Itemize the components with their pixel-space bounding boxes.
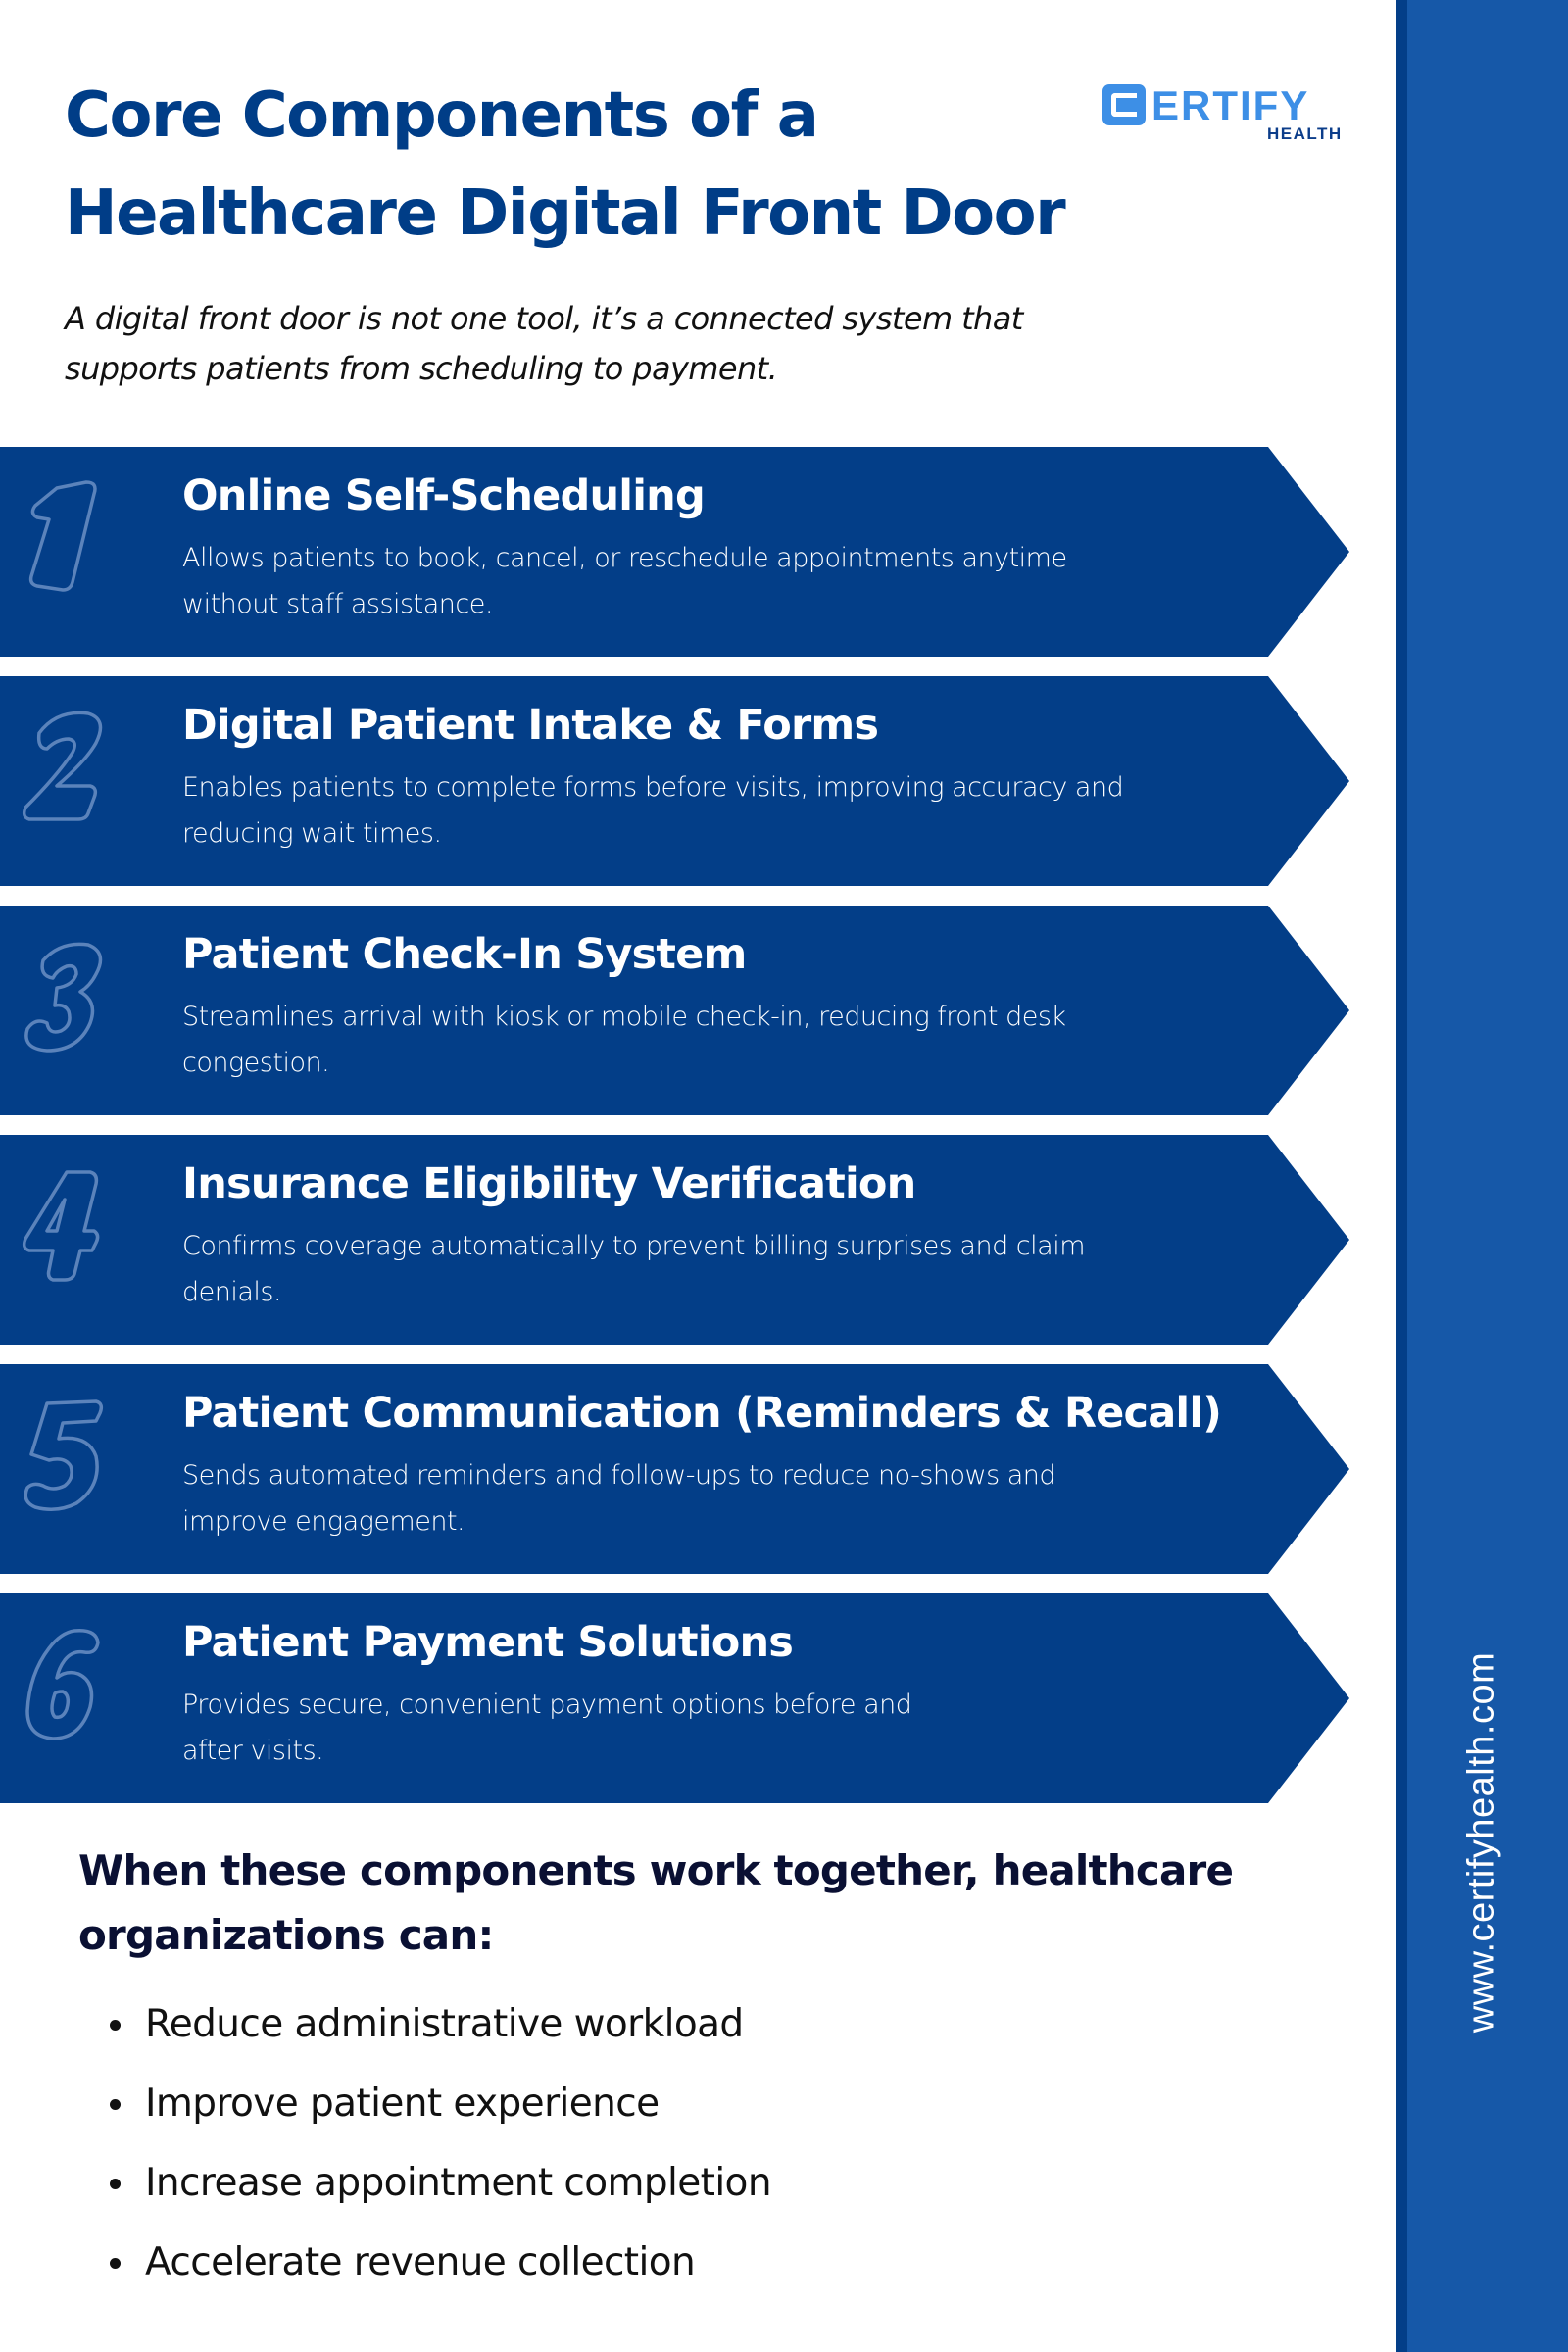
component-title: Insurance Eligibility Verification: [182, 1159, 916, 1208]
component-title: Patient Communication (Reminders & Recal…: [182, 1389, 1222, 1438]
subtitle-line-1: A digital front door is not one tool, it…: [65, 300, 1023, 337]
benefit-item: Improve patient experience: [110, 2069, 771, 2148]
arrow-band-shape: [0, 1135, 1349, 1345]
component-description: Streamlines arrival with kiosk or mobile…: [182, 994, 1201, 1086]
number-1-outline-icon: [28, 480, 97, 592]
benefit-item: Reduce administrative workload: [110, 1989, 771, 2069]
component-title: Online Self-Scheduling: [182, 471, 706, 520]
benefit-text: Improve patient experience: [145, 2082, 660, 2126]
number-5-outline-icon: [24, 1399, 104, 1511]
component-description: Allows patients to book, cancel, or resc…: [182, 535, 1201, 627]
component-band-3: Patient Check-In System Streamlines arri…: [0, 906, 1350, 1115]
desc-line-2: without staff assistance.: [182, 589, 493, 619]
number-6-outline-icon: [25, 1629, 100, 1740]
component-description: Enables patients to complete forms befor…: [182, 764, 1201, 857]
component-description: Sends automated reminders and follow-ups…: [182, 1452, 1201, 1544]
component-band-6: Patient Payment Solutions Provides secur…: [0, 1593, 1350, 1803]
component-band-5: Patient Communication (Reminders & Recal…: [0, 1364, 1350, 1574]
benefit-text: Increase appointment completion: [145, 2161, 772, 2205]
website-url[interactable]: www.certifyhealth.com: [1460, 1651, 1502, 2034]
desc-line-1: Confirms coverage automatically to preve…: [182, 1231, 1086, 1261]
bullet-dot-icon: [110, 2179, 121, 2189]
arrow-band-shape: [0, 676, 1349, 886]
logo-subtext: HEALTH: [1267, 124, 1343, 143]
component-title: Digital Patient Intake & Forms: [182, 701, 879, 750]
title-line-2: Healthcare Digital Front Door: [65, 177, 1066, 250]
bullet-dot-icon: [110, 2258, 121, 2269]
number-3-outline-icon: [24, 942, 103, 1053]
arrow-band-shape: [0, 1364, 1349, 1574]
desc-line-1: Streamlines arrival with kiosk or mobile…: [182, 1002, 1066, 1032]
benefit-text: Accelerate revenue collection: [145, 2240, 696, 2284]
component-description: Confirms coverage automatically to preve…: [182, 1223, 1201, 1315]
page-title: Core Components of a Healthcare Digital …: [65, 67, 1123, 263]
outro-heading: When these components work together, hea…: [78, 1838, 1303, 1968]
desc-line-2: reducing wait times.: [182, 818, 442, 849]
arrow-band-shape: [0, 447, 1349, 657]
bullet-dot-icon: [110, 2099, 121, 2110]
desc-line-2: denials.: [182, 1277, 282, 1307]
title-line-1: Core Components of a: [65, 79, 819, 152]
desc-line-2: improve engagement.: [182, 1506, 466, 1537]
logo-wordmark: ERTIFY: [1152, 82, 1310, 128]
component-title: Patient Payment Solutions: [182, 1618, 794, 1667]
certify-health-logo: ERTIFY HEALTH: [1102, 80, 1343, 143]
sidebar-strip: [1396, 0, 1568, 2352]
desc-line-1: Provides secure, convenient payment opti…: [182, 1690, 912, 1720]
benefits-list: Reduce administrative workload Improve p…: [110, 1989, 772, 2307]
benefit-item: Accelerate revenue collection: [110, 2228, 771, 2307]
bullet-dot-icon: [110, 2020, 121, 2031]
number-4-outline-icon: [22, 1170, 100, 1282]
desc-line-1: Enables patients to complete forms befor…: [182, 772, 1124, 803]
component-band-4: Insurance Eligibility Verification Confi…: [0, 1135, 1350, 1345]
outro-heading-line-2: organizations can:: [78, 1911, 494, 1959]
desc-line-2: congestion.: [182, 1048, 330, 1078]
c-square-logo-icon: [1102, 84, 1146, 125]
intro-subtitle: A digital front door is not one tool, it…: [65, 294, 1162, 394]
component-description: Provides secure, convenient payment opti…: [182, 1682, 1201, 1774]
desc-line-1: Sends automated reminders and follow-ups…: [182, 1460, 1056, 1491]
component-title: Patient Check-In System: [182, 930, 747, 979]
arrow-band-shape: [0, 906, 1349, 1115]
outro-heading-line-1: When these components work together, hea…: [78, 1846, 1234, 1894]
benefit-item: Increase appointment completion: [110, 2148, 772, 2228]
desc-line-1: Allows patients to book, cancel, or resc…: [182, 543, 1067, 573]
number-2-outline-icon: [22, 710, 103, 821]
component-band-1: Online Self-Scheduling Allows patients t…: [0, 447, 1350, 657]
desc-line-2: after visits.: [182, 1736, 324, 1766]
subtitle-line-2: supports patients from scheduling to pay…: [65, 350, 778, 387]
arrow-band-shape: [0, 1593, 1349, 1803]
component-band-2: Digital Patient Intake & Forms Enables p…: [0, 676, 1350, 886]
benefit-text: Reduce administrative workload: [145, 2002, 744, 2046]
